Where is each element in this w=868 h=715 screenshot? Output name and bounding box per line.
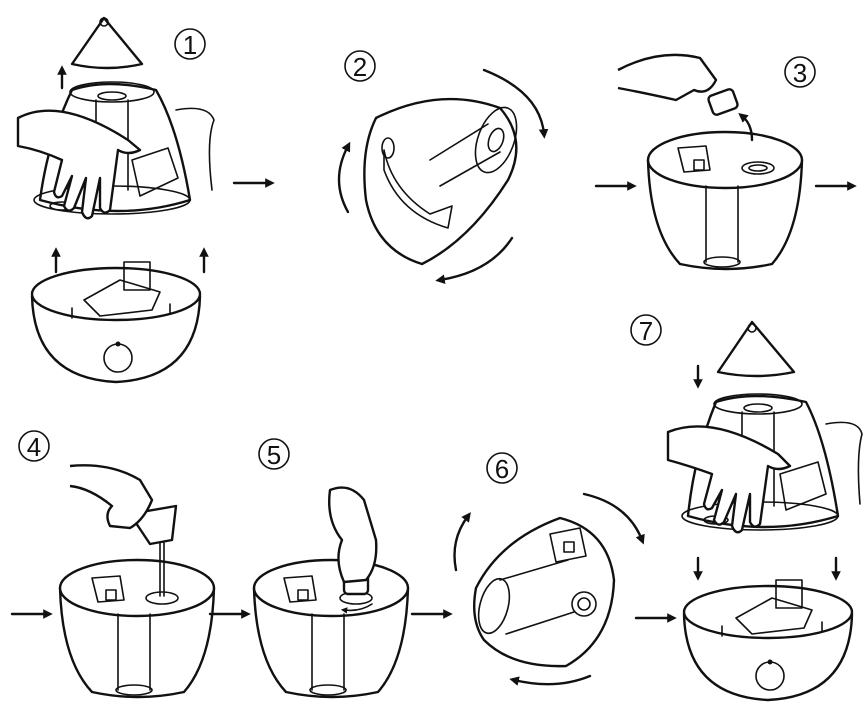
step-4-illustration [58, 464, 216, 699]
curved-rotate-arrow-icon [453, 492, 645, 686]
arrow-right-icon [340, 603, 373, 614]
arrow-down-icon [693, 556, 841, 581]
curved-rotate-arrow-icon [337, 68, 549, 284]
step-2-illustration [337, 68, 549, 284]
step-1-illustration [16, 16, 215, 384]
step-5-label: 5 [258, 438, 290, 470]
step-number: 1 [183, 30, 197, 60]
step-1-label: 1 [174, 28, 206, 60]
step-number: 6 [495, 454, 509, 484]
inverted-tank [473, 516, 616, 668]
step-4-label: 4 [18, 430, 50, 462]
step-2-label: 2 [344, 50, 376, 82]
hand-icon [666, 425, 792, 534]
step-3-illustration [617, 53, 804, 271]
water-tank [252, 586, 410, 699]
step-number: 7 [639, 316, 653, 346]
cone-lid [70, 16, 144, 70]
hand-icon [69, 464, 154, 530]
cone-lid [716, 320, 796, 378]
arrow-up-icon [738, 112, 754, 142]
step-number: 3 [793, 58, 807, 88]
hand-icon [617, 53, 718, 102]
hand-icon [328, 486, 378, 584]
step-7-label: 7 [630, 314, 662, 346]
arrow-up-icon [51, 247, 209, 274]
step-3-label: 3 [784, 56, 816, 88]
hand-icon [16, 109, 142, 220]
water-tank [646, 158, 804, 271]
cap-icon [707, 88, 739, 116]
step-number: 4 [27, 432, 41, 462]
step-6-illustration [453, 492, 645, 686]
step-7-illustration [666, 320, 863, 702]
inverted-tank [363, 97, 518, 266]
water-tank [58, 586, 216, 699]
step-number: 2 [353, 52, 367, 82]
step-5-illustration [252, 486, 410, 699]
step-number: 5 [267, 440, 281, 470]
step-6-label: 6 [486, 452, 518, 484]
